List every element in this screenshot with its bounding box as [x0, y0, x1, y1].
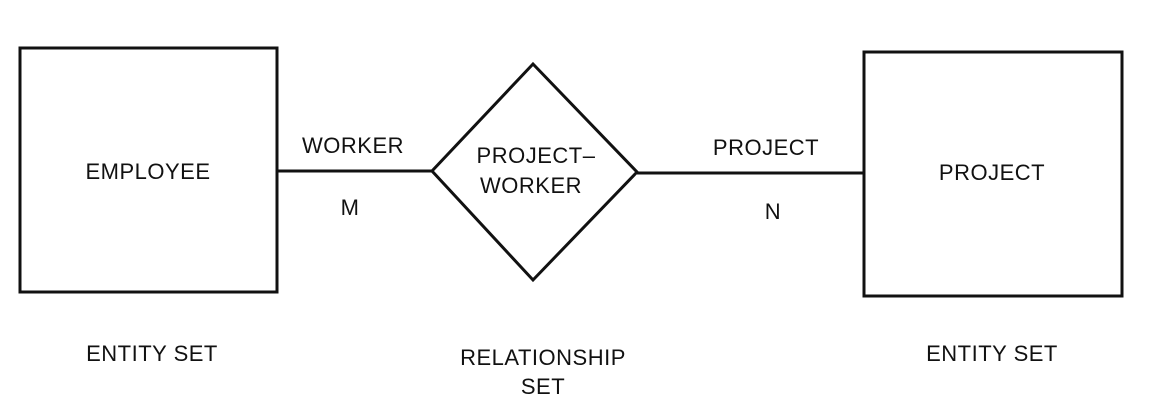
relationship-label-line1: PROJECT–	[477, 143, 596, 168]
caption-relationship-set-line2: SET	[521, 374, 565, 399]
caption-entity-set-left: ENTITY SET	[86, 341, 218, 366]
caption-relationship-set-line1: RELATIONSHIP	[460, 345, 626, 370]
caption-entity-set-right: ENTITY SET	[926, 341, 1058, 366]
cardinality-n: N	[765, 199, 781, 224]
entity-project-box	[862, 50, 1124, 298]
relationship-diamond	[429, 61, 640, 283]
cardinality-m: M	[341, 195, 360, 220]
entity-project-label: PROJECT	[939, 160, 1045, 185]
relationship-label-line2: WORKER	[480, 173, 582, 198]
role-label-project: PROJECT	[713, 135, 819, 160]
entity-employee-box	[18, 46, 279, 294]
entity-employee-label: EMPLOYEE	[85, 159, 210, 184]
role-label-worker: WORKER	[302, 133, 404, 158]
